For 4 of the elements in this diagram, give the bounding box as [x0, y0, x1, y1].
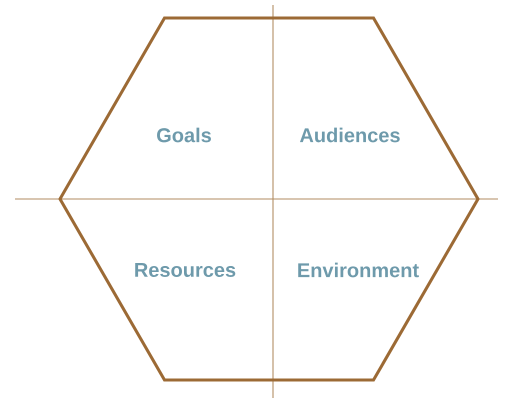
quadrant-label: Goals — [157, 128, 211, 142]
quadrant-label: Environment — [298, 262, 419, 278]
quadrant-label: Resources — [135, 263, 236, 277]
quadrant-label: Audiences — [300, 128, 400, 142]
